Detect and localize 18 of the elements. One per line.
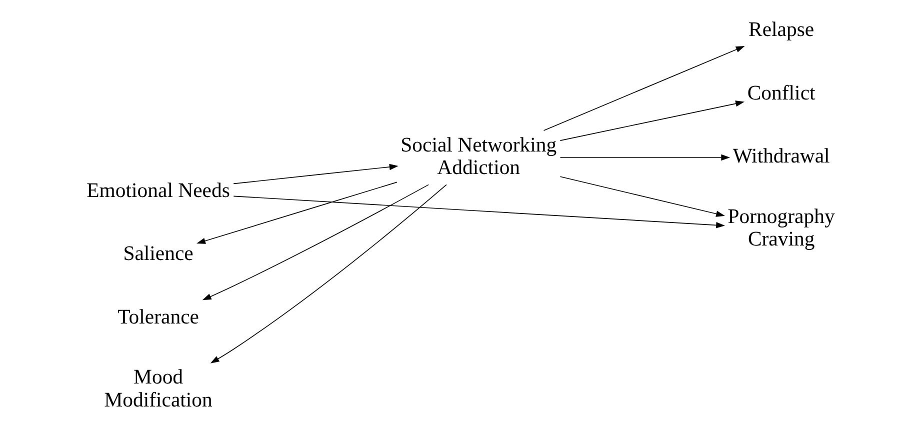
node-text: Salience xyxy=(122,243,193,266)
node-text: Withdrawal xyxy=(732,146,830,168)
node-text: Relapse xyxy=(748,19,814,42)
node-text: Emotional Needs xyxy=(86,180,230,202)
node-text: Conflict xyxy=(746,82,815,104)
arrow xyxy=(232,196,725,228)
arrow xyxy=(232,164,398,184)
node-text: Tolerance xyxy=(117,306,198,328)
node-text: Pornography Craving xyxy=(727,206,834,251)
arrow xyxy=(559,100,744,141)
arrow xyxy=(559,154,730,161)
node-text: Mood Modification xyxy=(104,366,212,412)
node-text: Social Networking Addiction xyxy=(400,134,556,180)
arrow xyxy=(210,184,446,364)
arrow xyxy=(542,46,744,131)
arrow xyxy=(559,176,724,217)
arrow xyxy=(202,184,428,300)
arrow xyxy=(196,182,397,244)
